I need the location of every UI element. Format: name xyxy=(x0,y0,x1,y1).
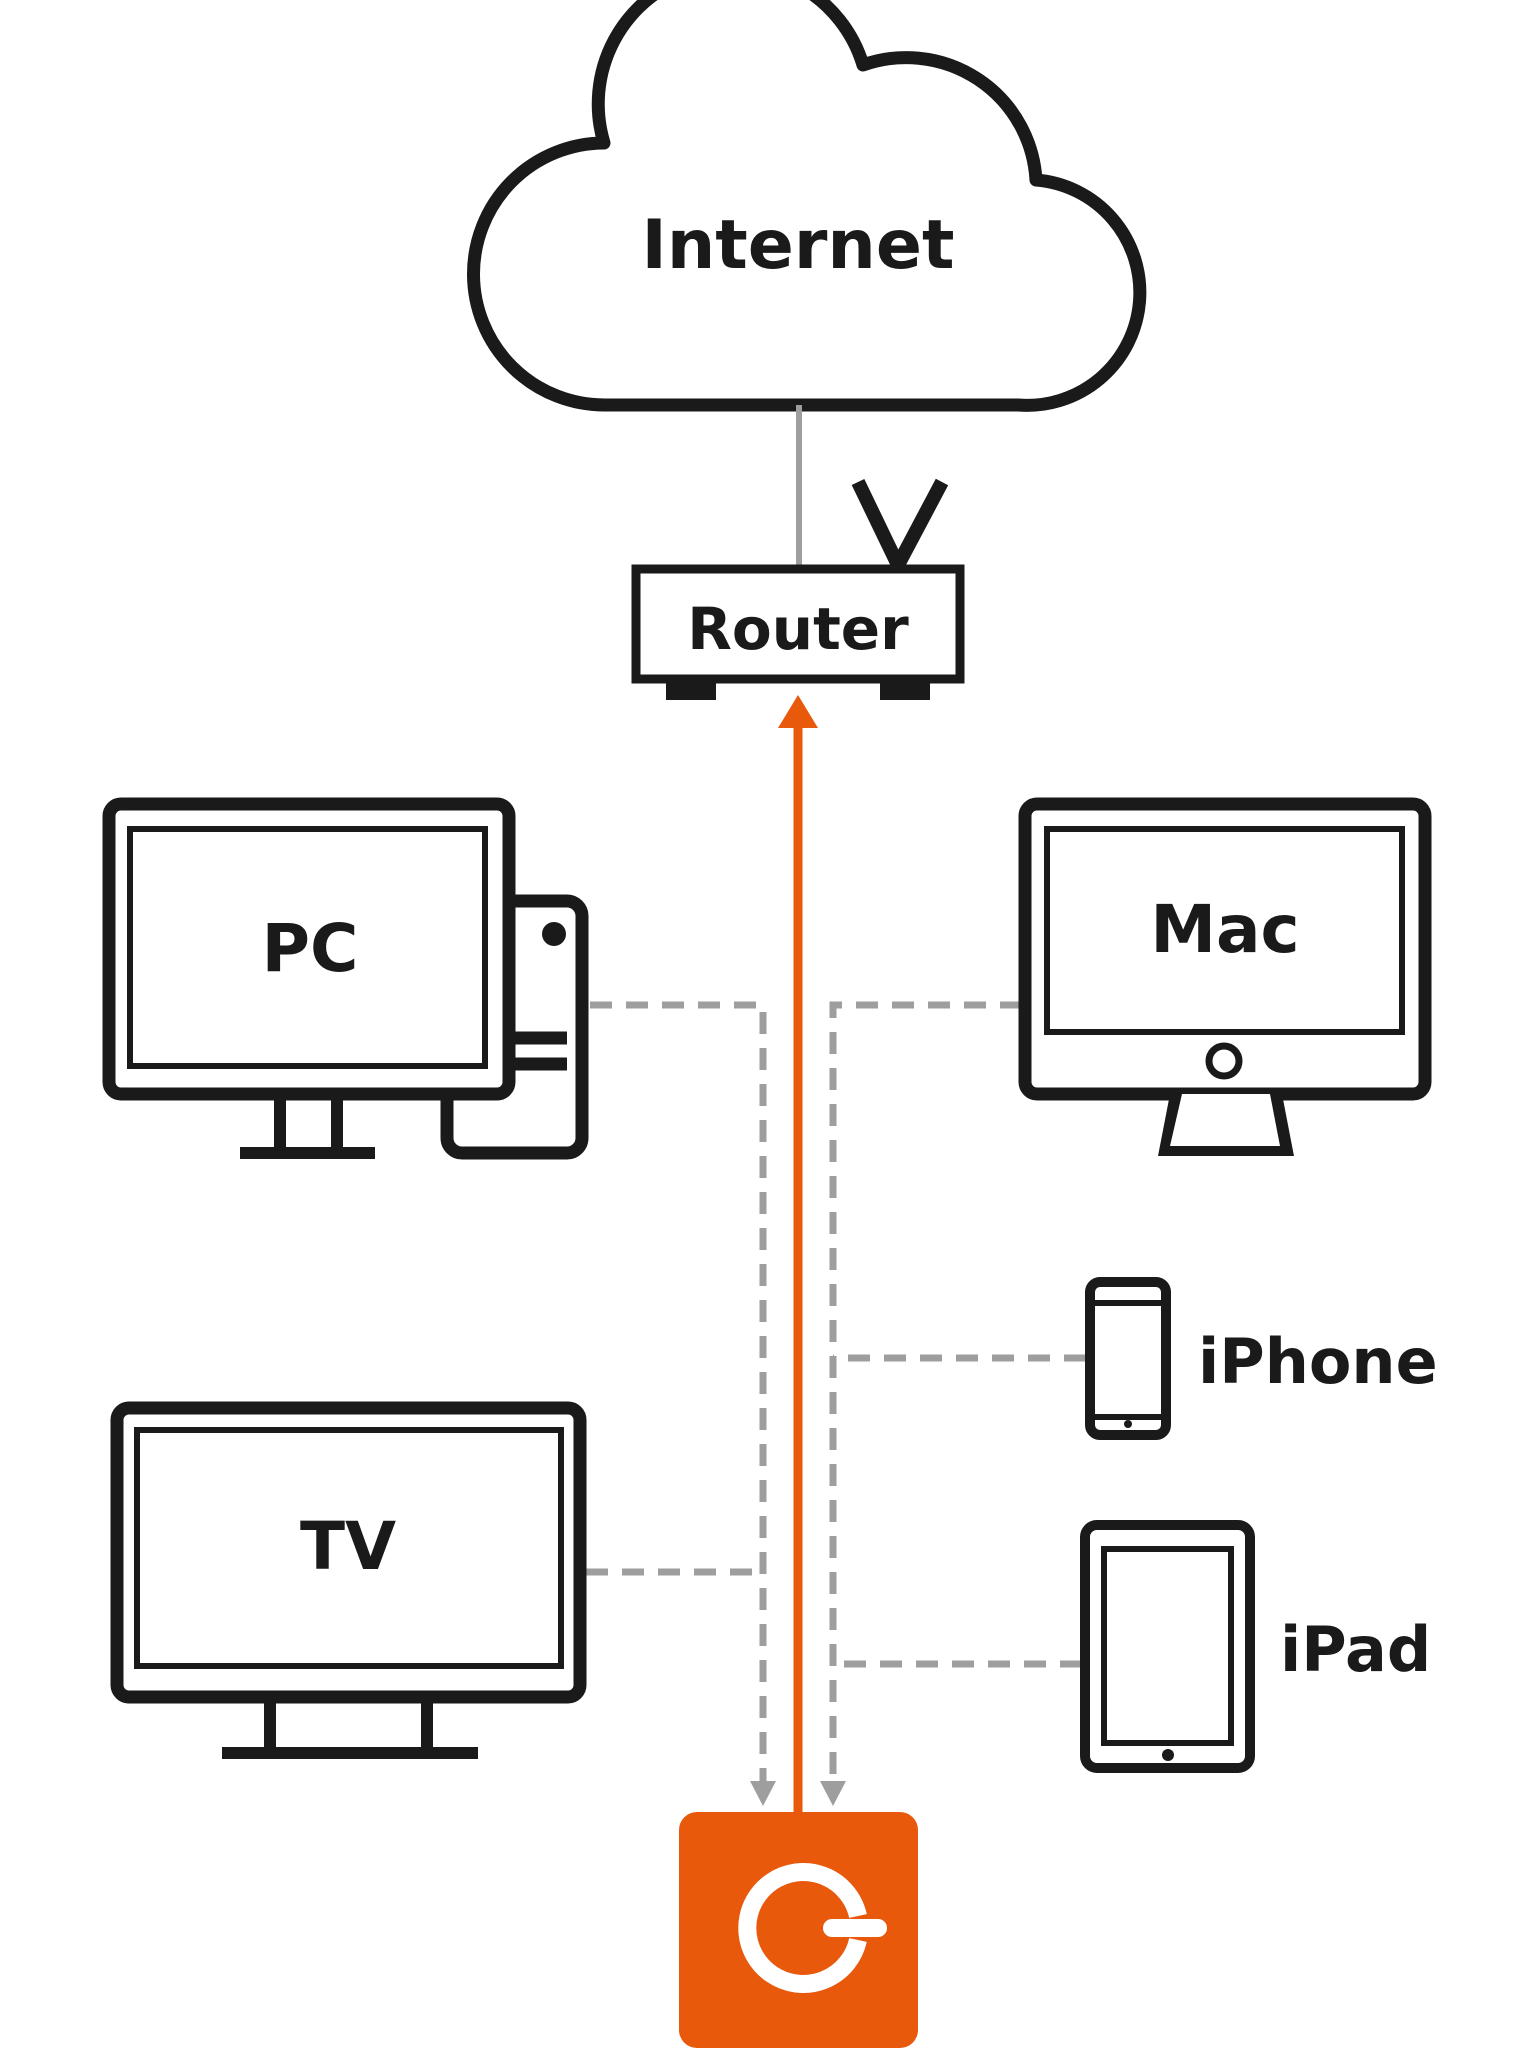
pc-link xyxy=(590,1001,767,1792)
internet-label: Internet xyxy=(642,206,955,285)
device-links xyxy=(586,1001,1086,1792)
iphone-label: iPhone xyxy=(1198,1325,1438,1398)
tv-label: TV xyxy=(300,1508,396,1585)
router-body xyxy=(631,564,965,684)
tv-icon xyxy=(110,1401,587,1759)
pc-power-dot xyxy=(542,922,566,946)
power-sync-icon xyxy=(738,1863,887,1993)
uplink-arrowhead xyxy=(778,695,818,728)
ipad-label: iPad xyxy=(1280,1613,1431,1686)
pc-icon xyxy=(102,797,589,1160)
router-antenna xyxy=(851,478,949,581)
left-arrowhead xyxy=(750,1781,776,1806)
pc-label: PC xyxy=(262,910,359,987)
mac-link xyxy=(829,1001,1022,1792)
hub-body xyxy=(679,1812,918,2048)
pc-tower xyxy=(440,894,589,1160)
router-foot-left xyxy=(666,679,716,700)
right-arrowhead xyxy=(820,1781,846,1806)
cloud-icon xyxy=(467,0,1147,412)
router-foot-right xyxy=(880,679,930,700)
ipad-icon xyxy=(1080,1520,1255,1773)
iphone-icon xyxy=(1085,1277,1171,1440)
router-label: Router xyxy=(687,595,909,663)
mac-label: Mac xyxy=(1150,891,1299,968)
hub-device xyxy=(679,1812,918,2048)
mac-icon xyxy=(1018,797,1432,1156)
router-icon xyxy=(631,478,965,700)
